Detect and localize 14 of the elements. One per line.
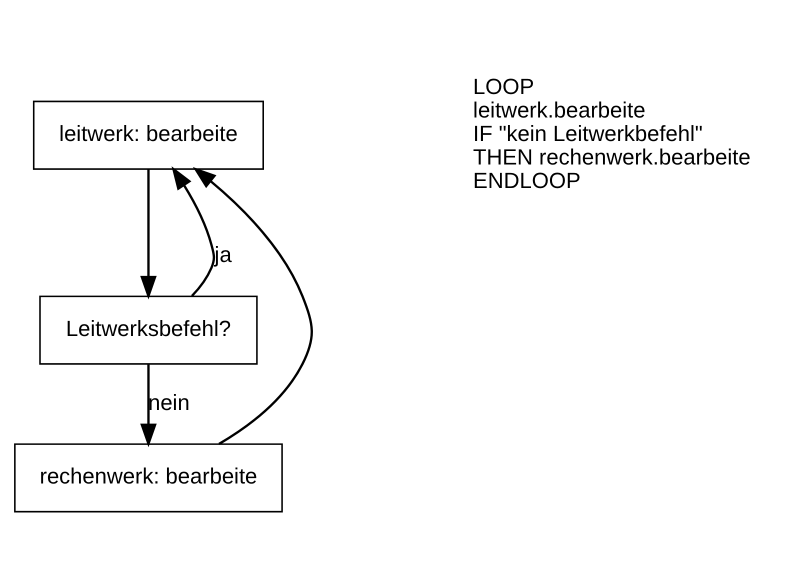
label: THEN rechenwerk.bearbeite	[473, 144, 751, 170]
arrow	[192, 166, 313, 444]
label: ENDLOOP	[473, 168, 581, 193]
label: leitwerk.bearbeite	[473, 96, 646, 122]
node-box: leitwerk: bearbeite	[32, 100, 264, 170]
label: IF "kein Leitwerkbefehl"	[473, 120, 703, 146]
label: LOOP	[473, 73, 534, 98]
node-box: Leitwerksbefehl?	[39, 295, 258, 364]
arrow	[172, 166, 216, 296]
arrow	[140, 364, 157, 447]
node-box: rechenwerk: bearbeite	[14, 442, 283, 512]
edge-label: nein	[148, 389, 190, 414]
arrow	[140, 168, 157, 299]
edge-label: ja	[214, 242, 232, 267]
